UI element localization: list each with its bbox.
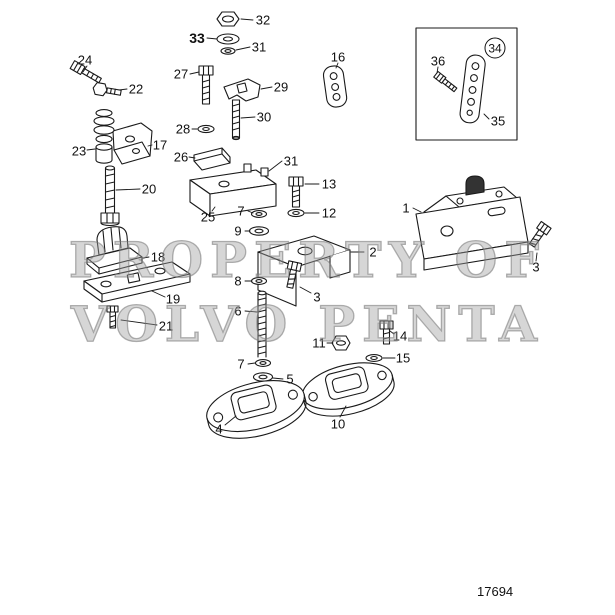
part-callout-17: 17 xyxy=(152,137,168,153)
mount-10-shape xyxy=(302,362,395,417)
washer-12-shape xyxy=(287,208,305,218)
bolt-36-shape xyxy=(433,70,458,93)
bolt-22-shape xyxy=(92,81,122,97)
part-callout-18: 18 xyxy=(150,249,166,265)
part-callout-14: 14 xyxy=(392,328,408,344)
part-callout-31: 31 xyxy=(251,39,267,55)
bolt-3-right-shape xyxy=(528,220,552,248)
part-callout-29: 29 xyxy=(273,79,289,95)
bracket-17-shape xyxy=(112,122,153,165)
part-callout-36: 36 xyxy=(430,53,446,69)
clamp-29-shape xyxy=(223,78,261,102)
part-callout-3: 3 xyxy=(532,259,540,275)
nut-32-shape xyxy=(216,11,240,27)
washer-28-shape xyxy=(197,124,215,134)
bolt-21-shape xyxy=(106,305,119,329)
part-callout-24: 24 xyxy=(77,52,93,68)
part-callout-21: 21 xyxy=(158,318,174,334)
part-callout-35: 35 xyxy=(490,113,506,129)
part-callout-33: 33 xyxy=(189,30,205,46)
part-callout-22: 22 xyxy=(128,81,144,97)
part-callout-10: 10 xyxy=(330,416,346,432)
part-callout-9: 9 xyxy=(234,223,242,239)
nut-11-shape xyxy=(331,335,351,351)
leader-lines xyxy=(82,18,538,426)
washer-7-upper-shape xyxy=(250,210,268,218)
block-25-shape xyxy=(189,163,277,217)
part-callout-4: 4 xyxy=(215,421,223,437)
part-callout-19: 19 xyxy=(165,291,181,307)
part-callout-11: 11 xyxy=(312,335,326,351)
stud-30-shape xyxy=(231,99,241,141)
part-callout-13: 13 xyxy=(321,176,337,192)
bolt-13-shape xyxy=(288,176,304,208)
mount-4-shape xyxy=(206,380,307,439)
washer-7-lower-shape xyxy=(254,359,272,367)
washer-15-shape xyxy=(365,354,383,362)
mount-18-shape xyxy=(86,226,143,275)
part-callout-26: 26 xyxy=(173,149,189,165)
part-callout-7: 7 xyxy=(237,203,245,219)
bracket-16-shape xyxy=(322,65,348,108)
part-callout-31: 31 xyxy=(283,153,299,169)
part-callout-30: 30 xyxy=(256,109,272,125)
washer-31-top-shape xyxy=(220,47,236,55)
part-callout-25: 25 xyxy=(200,209,216,225)
part-callout-32: 32 xyxy=(255,12,271,28)
bracket-35-shape xyxy=(459,54,486,124)
plate-26-shape xyxy=(193,147,231,171)
bolt-27-shape xyxy=(198,65,214,105)
part-callout-16: 16 xyxy=(330,49,346,65)
part-callout-6: 6 xyxy=(234,303,242,319)
bolt-14-shape xyxy=(379,320,394,345)
part-callout-8: 8 xyxy=(234,273,242,289)
part-callout-28: 28 xyxy=(175,121,191,137)
part-callout-20: 20 xyxy=(141,181,157,197)
part-callout-7: 7 xyxy=(237,356,245,372)
part-callout-1: 1 xyxy=(402,200,410,216)
stud-6-shape xyxy=(257,290,267,358)
part-callout-12: 12 xyxy=(321,205,337,221)
part-callout-2: 2 xyxy=(369,244,377,260)
bolt-20-shape xyxy=(100,165,120,227)
part-callout-34: 34 xyxy=(484,37,506,59)
part-callout-3: 3 xyxy=(313,289,321,305)
washer-5-shape xyxy=(252,372,274,382)
part-callout-15: 15 xyxy=(395,350,411,366)
bolt-3-center-shape xyxy=(286,260,303,289)
part-callout-27: 27 xyxy=(173,66,189,82)
bolt-24-shape xyxy=(69,60,102,84)
part-callout-5: 5 xyxy=(286,371,294,387)
figure-number: 17694 xyxy=(477,584,514,599)
part-callout-23: 23 xyxy=(71,143,87,159)
plate-19-shape xyxy=(83,261,191,303)
washer-stack-23-shape xyxy=(93,109,115,164)
bracket-1-shape xyxy=(415,175,529,271)
